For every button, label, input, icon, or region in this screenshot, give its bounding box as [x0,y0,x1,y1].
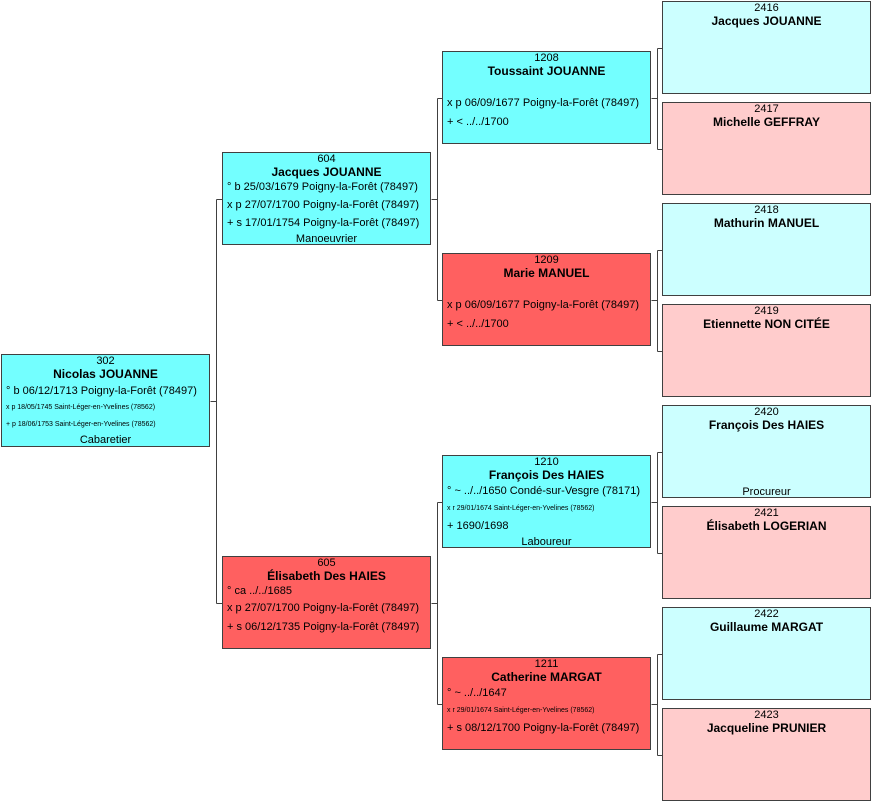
event-marriage: x p 27/07/1700 Poigny-la-Forêt (78497) [227,199,420,211]
person-box-2416[interactable]: 2416 Jacques JOUANNE [662,1,871,94]
person-box-2421[interactable]: 2421 Élisabeth LOGERIAN [662,506,871,599]
event-birth: ° ~ ../../1650 Condé-sur-Vesgre (78171) [447,485,641,497]
event-birth: ° b 25/03/1679 Poigny-la-Forêt (78497) [227,181,418,193]
sosa-number: 2421 [754,507,779,519]
sosa-number: 2422 [754,608,779,620]
sosa-number: 2423 [754,709,779,721]
event-marriage: x p 18/05/1745 Saint-Léger-en-Yvelines (… [6,404,156,411]
sosa-number: 1208 [534,52,559,64]
person-name: Jacqueline PRUNIER [706,721,827,735]
person-box-1211[interactable]: 1211 Catherine MARGAT ° ~ ../../1647 x r… [442,657,651,750]
event-death: + s 17/01/1754 Poigny-la-Forêt (78497) [227,217,420,229]
sosa-number: 1211 [534,658,559,670]
sosa-number: 2418 [754,204,779,216]
person-box-2419[interactable]: 2419 Etiennette NON CITÉE [662,304,871,397]
sosa-number: 2419 [754,305,779,317]
sosa-number: 2417 [754,103,779,115]
person-name: Guillaume MARGAT [709,620,824,634]
sosa-number: 2420 [754,406,779,418]
sosa-number: 1209 [534,254,559,266]
person-box-2417[interactable]: 2417 Michelle GEFFRAY [662,102,871,195]
event-death: + s 08/12/1700 Poigny-la-Forêt (78497) [447,722,640,734]
event-marriage: x r 29/01/1674 Saint-Léger-en-Yvelines (… [447,505,595,512]
person-box-2423[interactable]: 2423 Jacqueline PRUNIER [662,708,871,801]
event-marriage: x p 06/09/1677 Poigny-la-Forêt (78497) [447,299,640,311]
person-box-2422[interactable]: 2422 Guillaume MARGAT [662,607,871,700]
person-name: Michelle GEFFRAY [713,115,820,129]
person-name: Jacques JOUANNE [271,165,382,179]
event-birth: ° ~ ../../1647 [447,687,507,699]
person-box-1210[interactable]: 1210 François Des HAIES ° ~ ../../1650 C… [442,455,651,548]
person-box-2420[interactable]: 2420 François Des HAIES Procureur [662,405,871,498]
event-death: + < ../../1700 [447,116,509,128]
person-box-302[interactable]: 302 Nicolas JOUANNE ° b 06/12/1713 Poign… [1,354,210,447]
sosa-number: 302 [96,355,115,367]
sosa-number: 604 [317,153,336,165]
event-marriage: x p 06/09/1677 Poigny-la-Forêt (78497) [447,97,640,109]
occupation: Laboureur [521,536,572,548]
person-name: Nicolas JOUANNE [53,367,158,381]
person-name: Marie MANUEL [503,266,590,280]
person-name: Jacques JOUANNE [711,14,822,28]
event-birth: ° b 06/12/1713 Poigny-la-Forêt (78497) [6,385,197,397]
event-birth: ° ca ../../1685 [227,585,292,597]
person-name: François Des HAIES [488,468,605,482]
person-box-1208[interactable]: 1208 Toussaint JOUANNE x p 06/09/1677 Po… [442,51,651,144]
person-name: François Des HAIES [708,418,825,432]
event-death: + s 06/12/1735 Poigny-la-Forêt (78497) [227,621,420,633]
person-name: Catherine MARGAT [491,670,602,684]
occupation: Manoeuvrier [295,233,358,245]
occupation: Procureur [742,486,791,498]
person-name: Mathurin MANUEL [713,216,820,230]
person-name: Toussaint JOUANNE [487,64,606,78]
person-box-605[interactable]: 605 Élisabeth Des HAIES ° ca ../../1685 … [222,556,431,649]
person-box-2418[interactable]: 2418 Mathurin MANUEL [662,203,871,296]
occupation: Cabaretier [79,434,132,446]
person-name: Élisabeth Des HAIES [267,569,386,583]
event-death: + < ../../1700 [447,318,509,330]
event-marriage: x r 29/01/1674 Saint-Léger-en-Yvelines (… [447,707,595,714]
sosa-number: 1210 [534,456,559,468]
sosa-number: 605 [317,557,336,569]
person-name: Etiennette NON CITÉE [703,317,830,331]
event-death: + p 18/06/1753 Saint-Léger-en-Yvelines (… [6,421,156,428]
person-box-1209[interactable]: 1209 Marie MANUEL x p 06/09/1677 Poigny-… [442,253,651,346]
person-name: Élisabeth LOGERIAN [706,519,827,533]
event-death: + 1690/1698 [447,520,509,532]
sosa-number: 2416 [754,2,779,14]
event-marriage: x p 27/07/1700 Poigny-la-Forêt (78497) [227,602,420,614]
person-box-604[interactable]: 604 Jacques JOUANNE ° b 25/03/1679 Poign… [222,152,431,245]
